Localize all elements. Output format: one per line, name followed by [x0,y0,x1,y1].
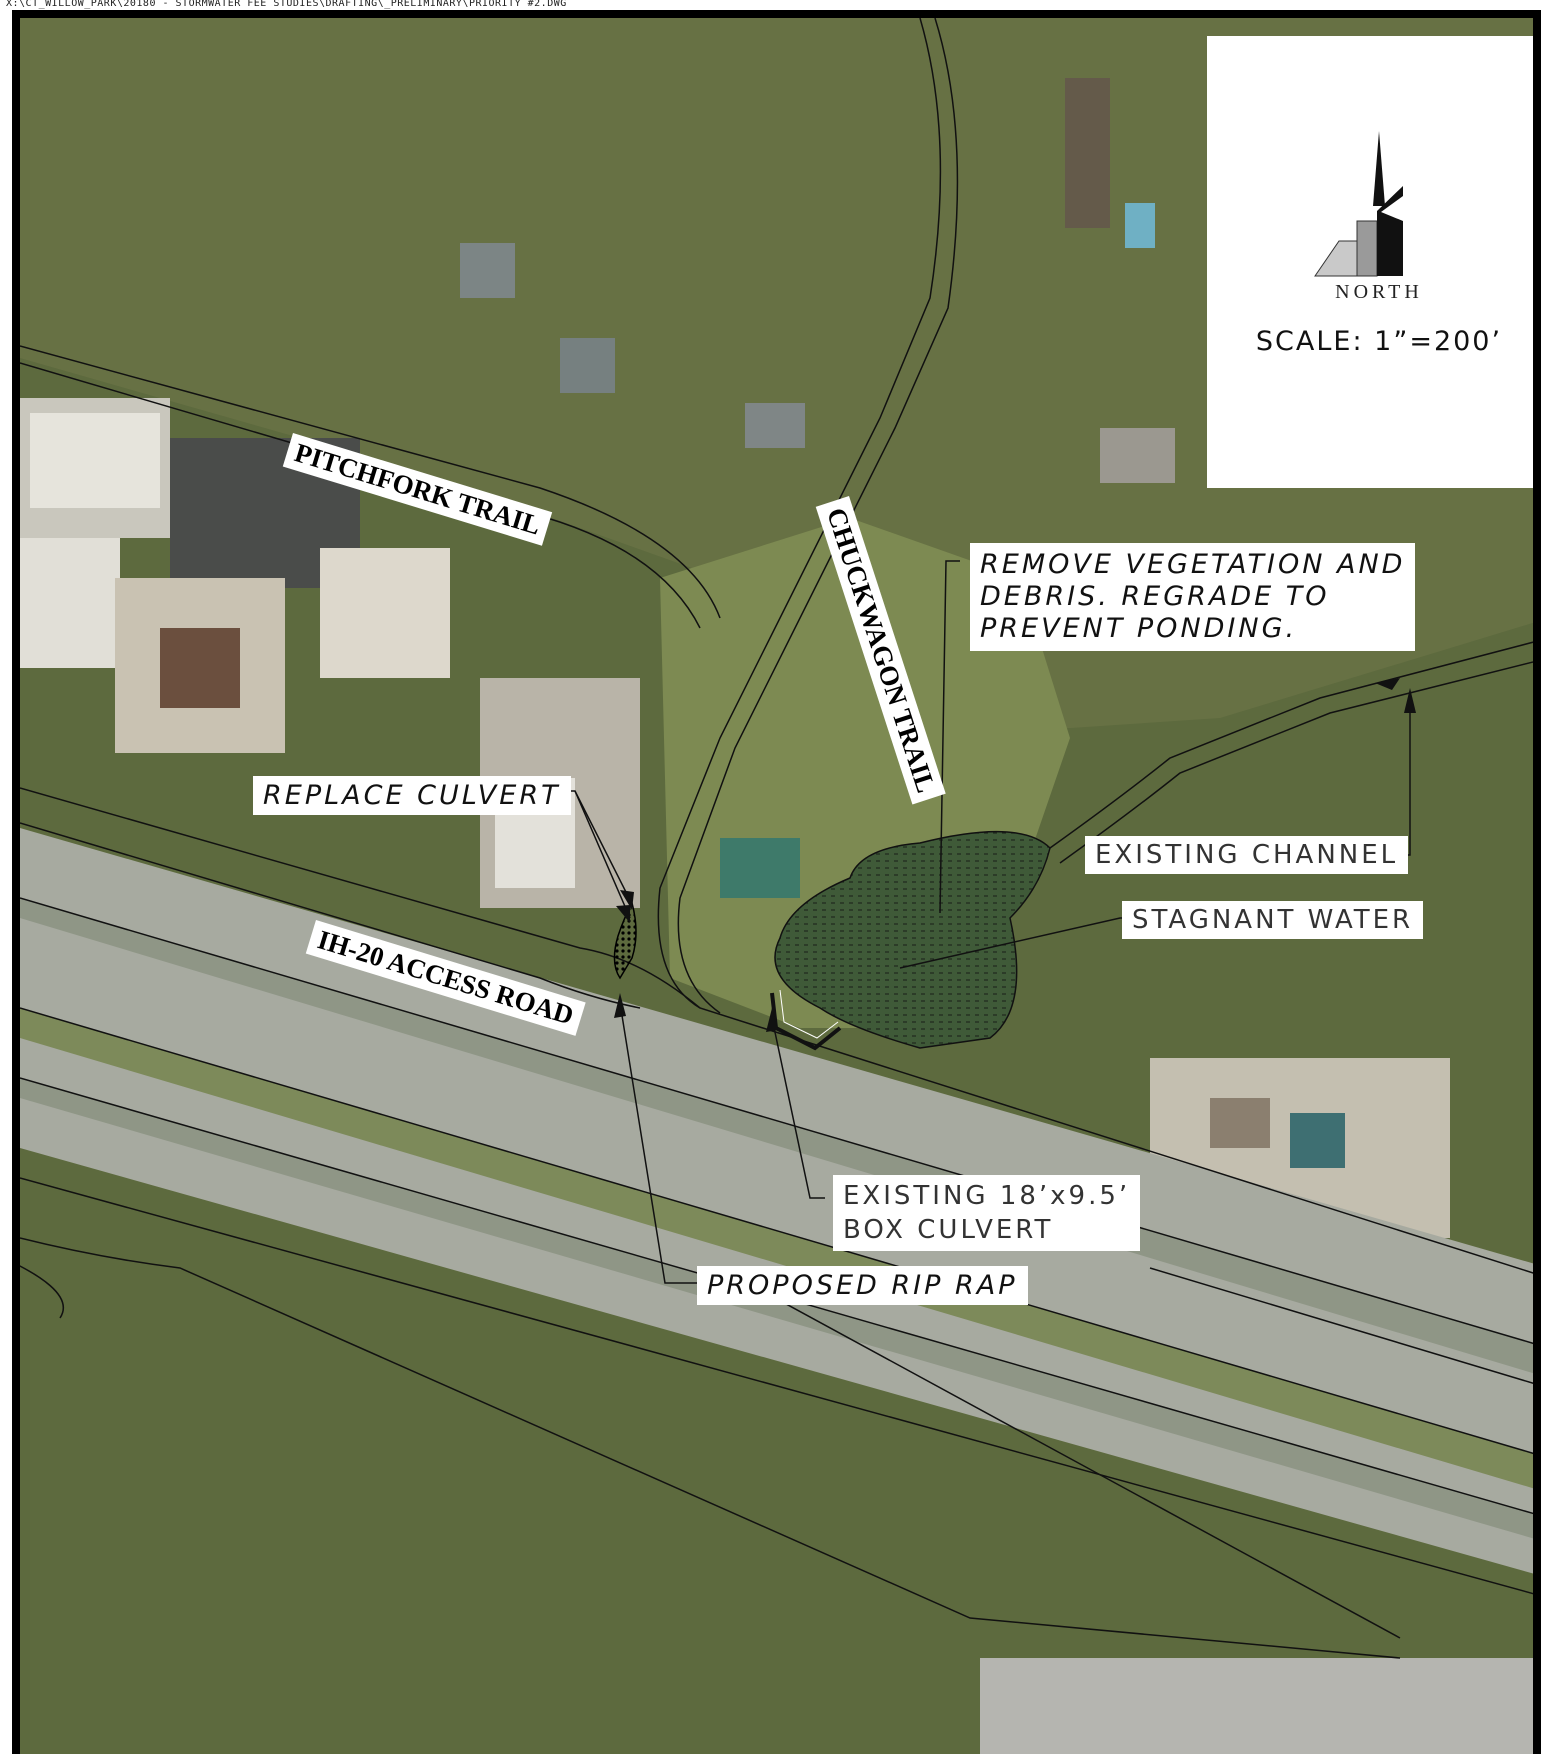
building [720,838,800,898]
building [745,403,805,448]
chuckwagon-trail-line [657,18,942,1009]
callout-rip-rap: PROPOSED RIP RAP [697,1266,1028,1305]
building [20,538,120,668]
road-linework [20,18,1533,1659]
building [460,243,515,298]
north-arrow-icon [1314,131,1403,277]
arrowheads [614,678,1416,1032]
callout-remove-vegetation: REMOVE VEGETATION AND DEBRIS. REGRADE TO… [970,543,1416,651]
callout-line: BOX CULVERT [843,1215,1054,1245]
callout-existing-channel: EXISTING CHANNEL [1085,836,1409,874]
building [1210,1098,1270,1148]
callout-line: DEBRIS. REGRADE TO [980,581,1330,612]
map-frame: PITCHFORK TRAIL CHUCKWAGON TRAIL IH-20 A… [12,10,1541,1754]
building [1100,428,1175,483]
callout-replace-culvert: REPLACE CULVERT [253,776,571,815]
building [560,338,615,393]
callout-line: REMOVE VEGETATION AND [980,549,1406,580]
callout-line: EXISTING 18’x9.5’ [843,1181,1131,1211]
building [1065,78,1110,228]
building [1290,1113,1345,1168]
callout-box-culvert: EXISTING 18’x9.5’ BOX CULVERT [833,1175,1141,1251]
building [30,413,160,508]
existing-channel [1049,641,1533,849]
callout-stagnant-water: STAGNANT WATER [1122,901,1424,939]
pitchfork-trail-line [20,345,721,619]
pool [1125,203,1155,248]
building [320,548,450,678]
callout-line: PREVENT PONDING. [980,613,1298,644]
scale-label: SCALE: 1”=200’ [1255,326,1503,357]
north-label: NORTH [1335,281,1423,303]
proposed-rip-rap [613,900,637,980]
building [160,628,240,708]
box-culvert [770,992,842,1051]
file-path-header: X:\CT_WILLOW_PARK\20180 - STORMWATER FEE… [6,0,567,9]
north-arrow-box: NORTH SCALE: 1”=200’ [1207,36,1533,488]
